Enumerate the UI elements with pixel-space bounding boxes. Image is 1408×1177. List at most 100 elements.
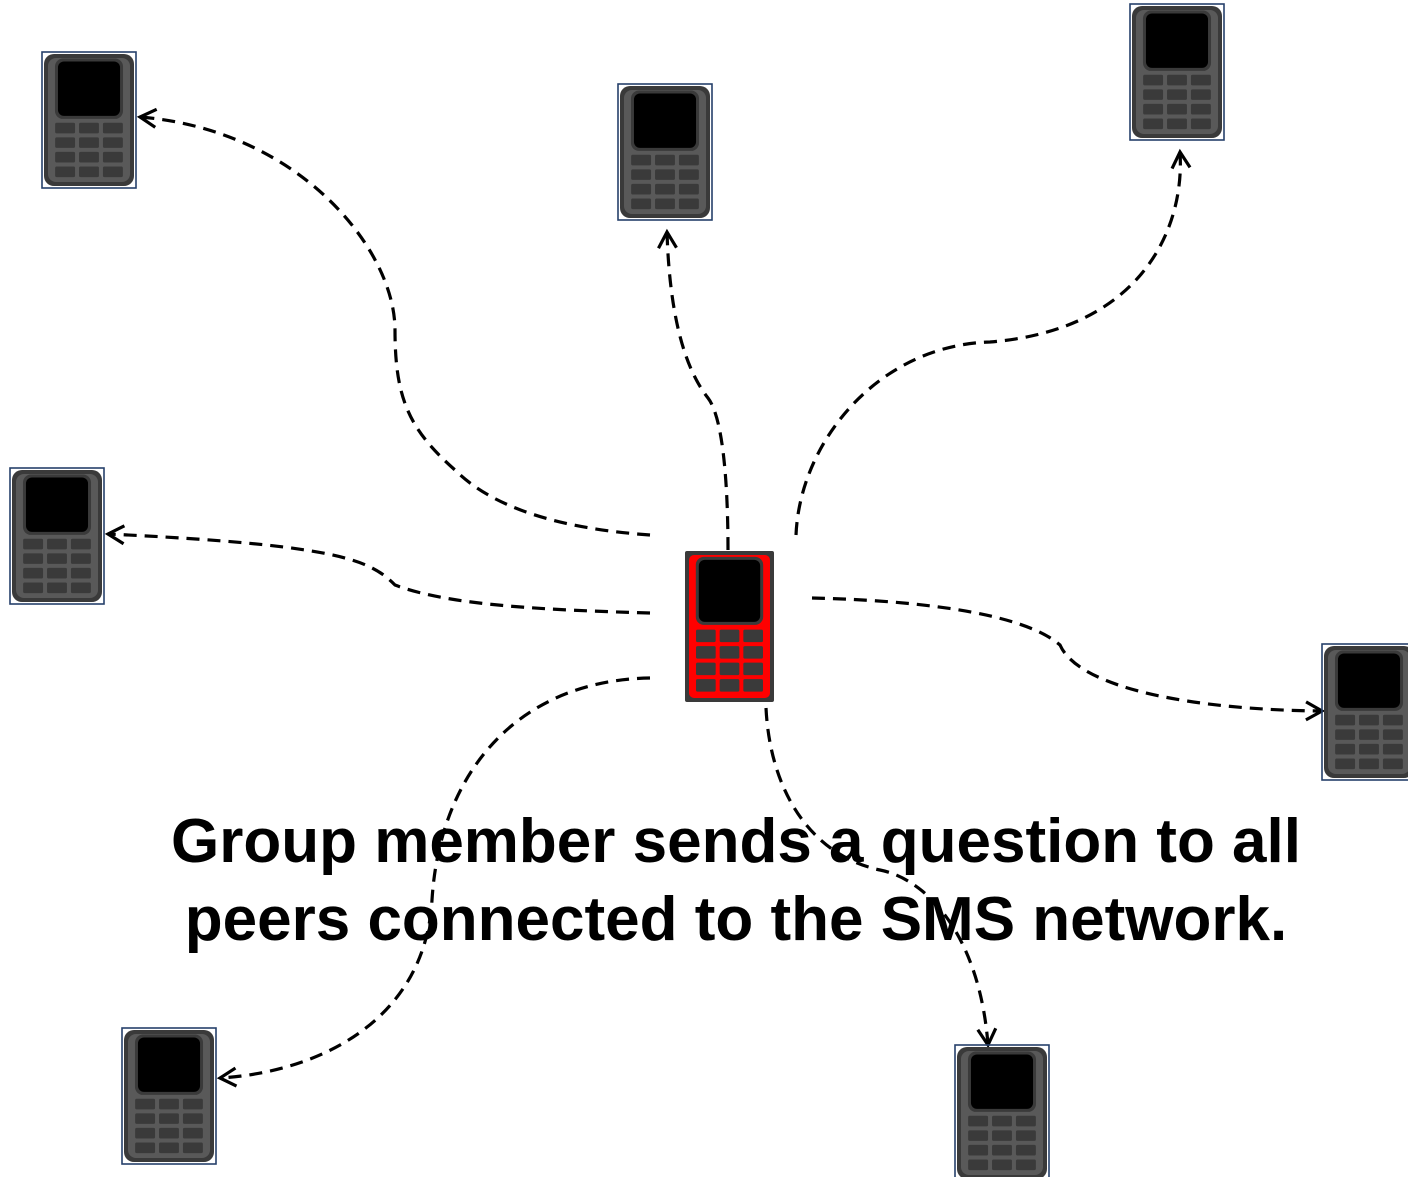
phone-key — [79, 151, 99, 163]
phone-key — [968, 1159, 989, 1171]
peer-phone-bottom-left — [121, 1027, 217, 1165]
phone-key — [182, 1127, 203, 1139]
phone-screen — [25, 477, 89, 532]
connector-to-middle-left — [104, 524, 651, 615]
phone-key — [1167, 74, 1187, 86]
phone-key — [696, 662, 716, 676]
peer-phone-middle-right — [1321, 643, 1408, 781]
phone-key — [135, 1127, 156, 1139]
phone-group — [9, 3, 1408, 1177]
phone-key — [968, 1115, 989, 1127]
phone-key — [1382, 729, 1403, 740]
phone-screen — [698, 559, 761, 622]
connector-to-middle-right — [811, 596, 1326, 722]
phone-key — [23, 567, 44, 579]
phone-key — [1143, 118, 1164, 130]
phone-key — [655, 169, 675, 180]
connector-to-top-left — [136, 107, 651, 537]
connector-to-top-center — [657, 228, 730, 551]
connector-to-bottom-right — [764, 707, 998, 1049]
phone-key — [47, 567, 67, 579]
peer-phone-top-right — [1129, 3, 1225, 141]
peer-phone-middle-left — [9, 467, 105, 605]
phone-key — [992, 1144, 1012, 1156]
phone-key — [696, 679, 716, 692]
phone-key — [1143, 103, 1164, 115]
phone-key — [23, 553, 44, 564]
phone-key — [47, 538, 67, 550]
phone-key — [992, 1115, 1012, 1127]
phone-screen — [1337, 653, 1401, 708]
phone-key — [1359, 758, 1379, 770]
phone-screen — [57, 61, 121, 116]
phone-key — [182, 1142, 203, 1154]
sender-phone — [685, 551, 774, 702]
phone-key — [1167, 118, 1187, 130]
phone-key — [743, 662, 763, 676]
caption: Group member sends a question to all pee… — [171, 807, 1301, 954]
phone-key — [1190, 89, 1211, 100]
phone-key — [678, 154, 699, 166]
phone-key — [135, 1113, 156, 1124]
connector-to-bottom-left — [216, 676, 651, 1088]
phone-key — [182, 1098, 203, 1110]
phone-key — [1382, 714, 1403, 726]
phone-key — [719, 662, 740, 676]
phone-key — [631, 183, 652, 195]
phone-key — [102, 151, 123, 163]
phone-key — [159, 1127, 179, 1139]
phone-key — [79, 137, 99, 148]
phone-key — [47, 553, 67, 564]
phone-key — [743, 646, 763, 659]
phone-screen — [1145, 13, 1209, 68]
phone-key — [719, 629, 740, 643]
peer-phone-top-left — [41, 51, 137, 189]
phone-key — [1359, 729, 1379, 740]
phone-key — [1335, 714, 1356, 726]
phone-screen — [633, 93, 697, 148]
phone-key — [70, 553, 91, 564]
phone-key — [992, 1159, 1012, 1171]
caption-line-1: Group member sends a question to all — [171, 807, 1301, 876]
caption-line-2: peers connected to the SMS network. — [185, 885, 1287, 954]
phone-key — [655, 154, 675, 166]
phone-key — [719, 679, 740, 692]
phone-key — [182, 1113, 203, 1124]
phone-key — [102, 122, 123, 134]
phone-key — [1167, 89, 1187, 100]
phone-key — [159, 1098, 179, 1110]
phone-key — [1190, 74, 1211, 86]
phone-key — [47, 582, 67, 594]
phone-key — [70, 567, 91, 579]
phone-key — [1335, 729, 1356, 740]
phone-key — [23, 582, 44, 594]
phone-key — [79, 166, 99, 178]
phone-key — [1015, 1130, 1036, 1141]
phone-key — [655, 198, 675, 210]
phone-key — [743, 629, 763, 643]
phone-key — [1359, 743, 1379, 755]
phone-key — [1143, 89, 1164, 100]
connector-group — [104, 107, 1326, 1088]
phone-key — [631, 154, 652, 166]
peer-phone-top-center — [617, 83, 713, 221]
phone-key — [70, 582, 91, 594]
phone-key — [719, 646, 740, 659]
phone-key — [992, 1130, 1012, 1141]
phone-key — [159, 1142, 179, 1154]
phone-key — [1190, 103, 1211, 115]
phone-key — [696, 629, 716, 643]
phone-key — [631, 169, 652, 180]
phone-key — [70, 538, 91, 550]
phone-key — [1015, 1159, 1036, 1171]
phone-key — [678, 169, 699, 180]
phone-key — [743, 679, 763, 692]
phone-key — [1143, 74, 1164, 86]
phone-key — [1382, 758, 1403, 770]
phone-key — [678, 198, 699, 210]
phone-key — [135, 1098, 156, 1110]
phone-key — [696, 646, 716, 659]
phone-screen — [137, 1037, 201, 1092]
